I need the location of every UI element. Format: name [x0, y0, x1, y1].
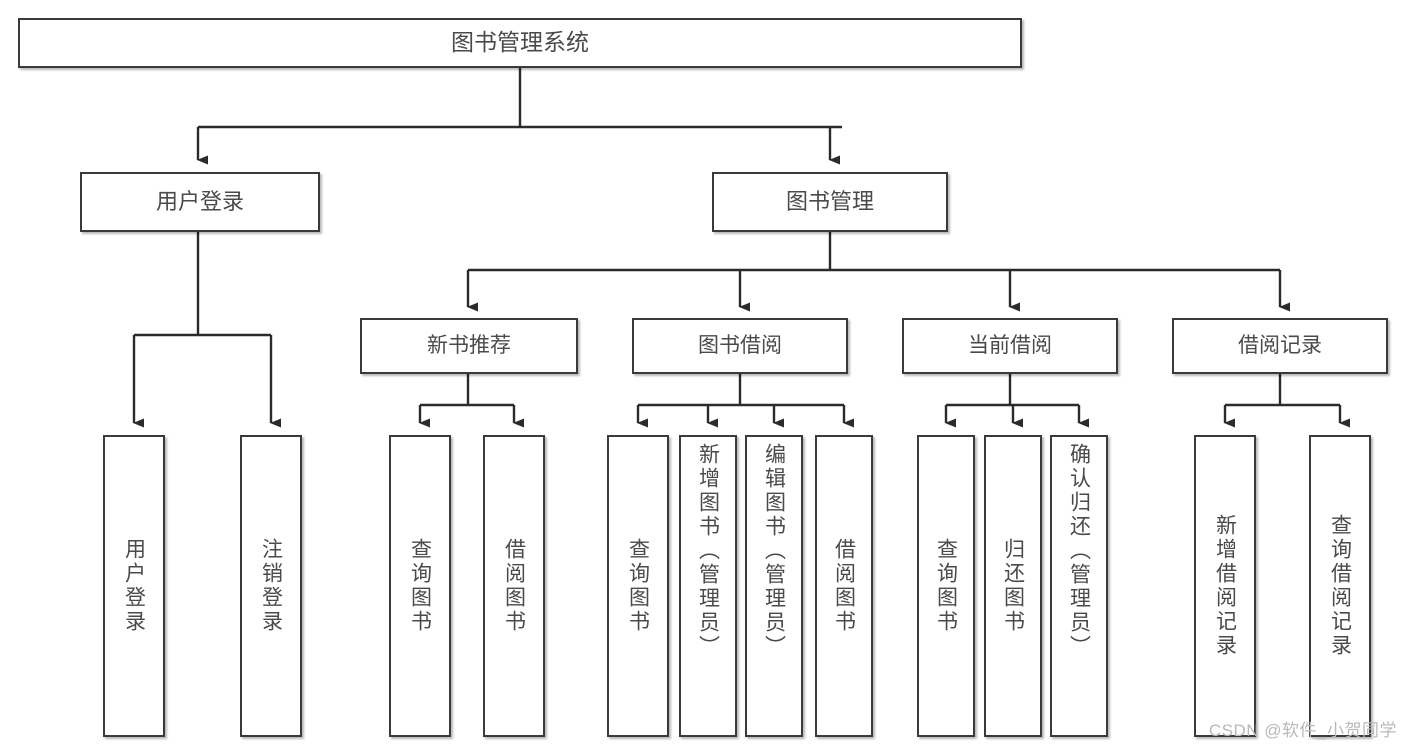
node-leaf-edit-book-admin[interactable]: 编辑图书（管理员）	[745, 435, 803, 737]
node-leaf-borrow-book-recommend[interactable]: 借阅图书	[483, 435, 545, 737]
node-borrow-record-label: 借阅记录	[1238, 334, 1322, 358]
node-user-login-label: 用户登录	[155, 188, 244, 214]
node-new-book-recommend[interactable]: 新书推荐	[360, 318, 578, 374]
node-leaf-query-book-recommend-label: 查询图书	[408, 538, 432, 634]
node-leaf-borrow-book[interactable]: 借阅图书	[815, 435, 873, 737]
node-book-borrow-label: 图书借阅	[698, 334, 782, 358]
node-leaf-borrow-book-recommend-label: 借阅图书	[502, 538, 526, 634]
node-user-login[interactable]: 用户登录	[80, 172, 320, 232]
node-leaf-return-book-label: 归还图书	[1001, 538, 1025, 634]
node-leaf-query-borrow-record[interactable]: 查询借阅记录	[1309, 435, 1371, 737]
node-leaf-query-borrow-record-label: 查询借阅记录	[1328, 514, 1352, 658]
node-leaf-borrow-book-label: 借阅图书	[832, 538, 856, 634]
node-current-borrow-label: 当前借阅	[968, 334, 1052, 358]
node-borrow-record[interactable]: 借阅记录	[1172, 318, 1388, 374]
node-leaf-query-book-borrow-label: 查询图书	[626, 538, 650, 634]
node-leaf-add-borrow-record[interactable]: 新增借阅记录	[1194, 435, 1256, 737]
node-current-borrow[interactable]: 当前借阅	[902, 318, 1118, 374]
node-leaf-query-book-recommend[interactable]: 查询图书	[389, 435, 451, 737]
node-new-book-recommend-label: 新书推荐	[427, 334, 511, 358]
node-root-label: 图书管理系统	[451, 29, 589, 56]
node-leaf-logout[interactable]: 注销登录	[240, 435, 302, 737]
node-leaf-confirm-return-admin[interactable]: 确认归还（管理员）	[1050, 435, 1108, 737]
node-leaf-add-book-admin-label: 新增图书（管理员）	[696, 443, 720, 659]
node-book-management-label: 图书管理	[785, 188, 874, 214]
node-leaf-query-book-borrow[interactable]: 查询图书	[607, 435, 669, 737]
node-leaf-logout-label: 注销登录	[259, 538, 283, 634]
node-leaf-query-book-current[interactable]: 查询图书	[917, 435, 975, 737]
node-leaf-add-book-admin[interactable]: 新增图书（管理员）	[679, 435, 737, 737]
node-book-management[interactable]: 图书管理	[712, 172, 948, 232]
node-leaf-confirm-return-admin-label: 确认归还（管理员）	[1067, 443, 1091, 659]
node-leaf-return-book[interactable]: 归还图书	[984, 435, 1042, 737]
node-root-book-management-system[interactable]: 图书管理系统	[18, 18, 1022, 68]
node-leaf-edit-book-admin-label: 编辑图书（管理员）	[762, 443, 786, 659]
node-leaf-user-login[interactable]: 用户登录	[103, 435, 165, 737]
csdn-watermark: CSDN @软件_小贺同学	[1208, 721, 1397, 740]
node-book-borrow[interactable]: 图书借阅	[632, 318, 848, 374]
node-leaf-user-login-label: 用户登录	[122, 538, 146, 634]
node-leaf-query-book-current-label: 查询图书	[934, 538, 958, 634]
node-leaf-add-borrow-record-label: 新增借阅记录	[1213, 514, 1237, 658]
